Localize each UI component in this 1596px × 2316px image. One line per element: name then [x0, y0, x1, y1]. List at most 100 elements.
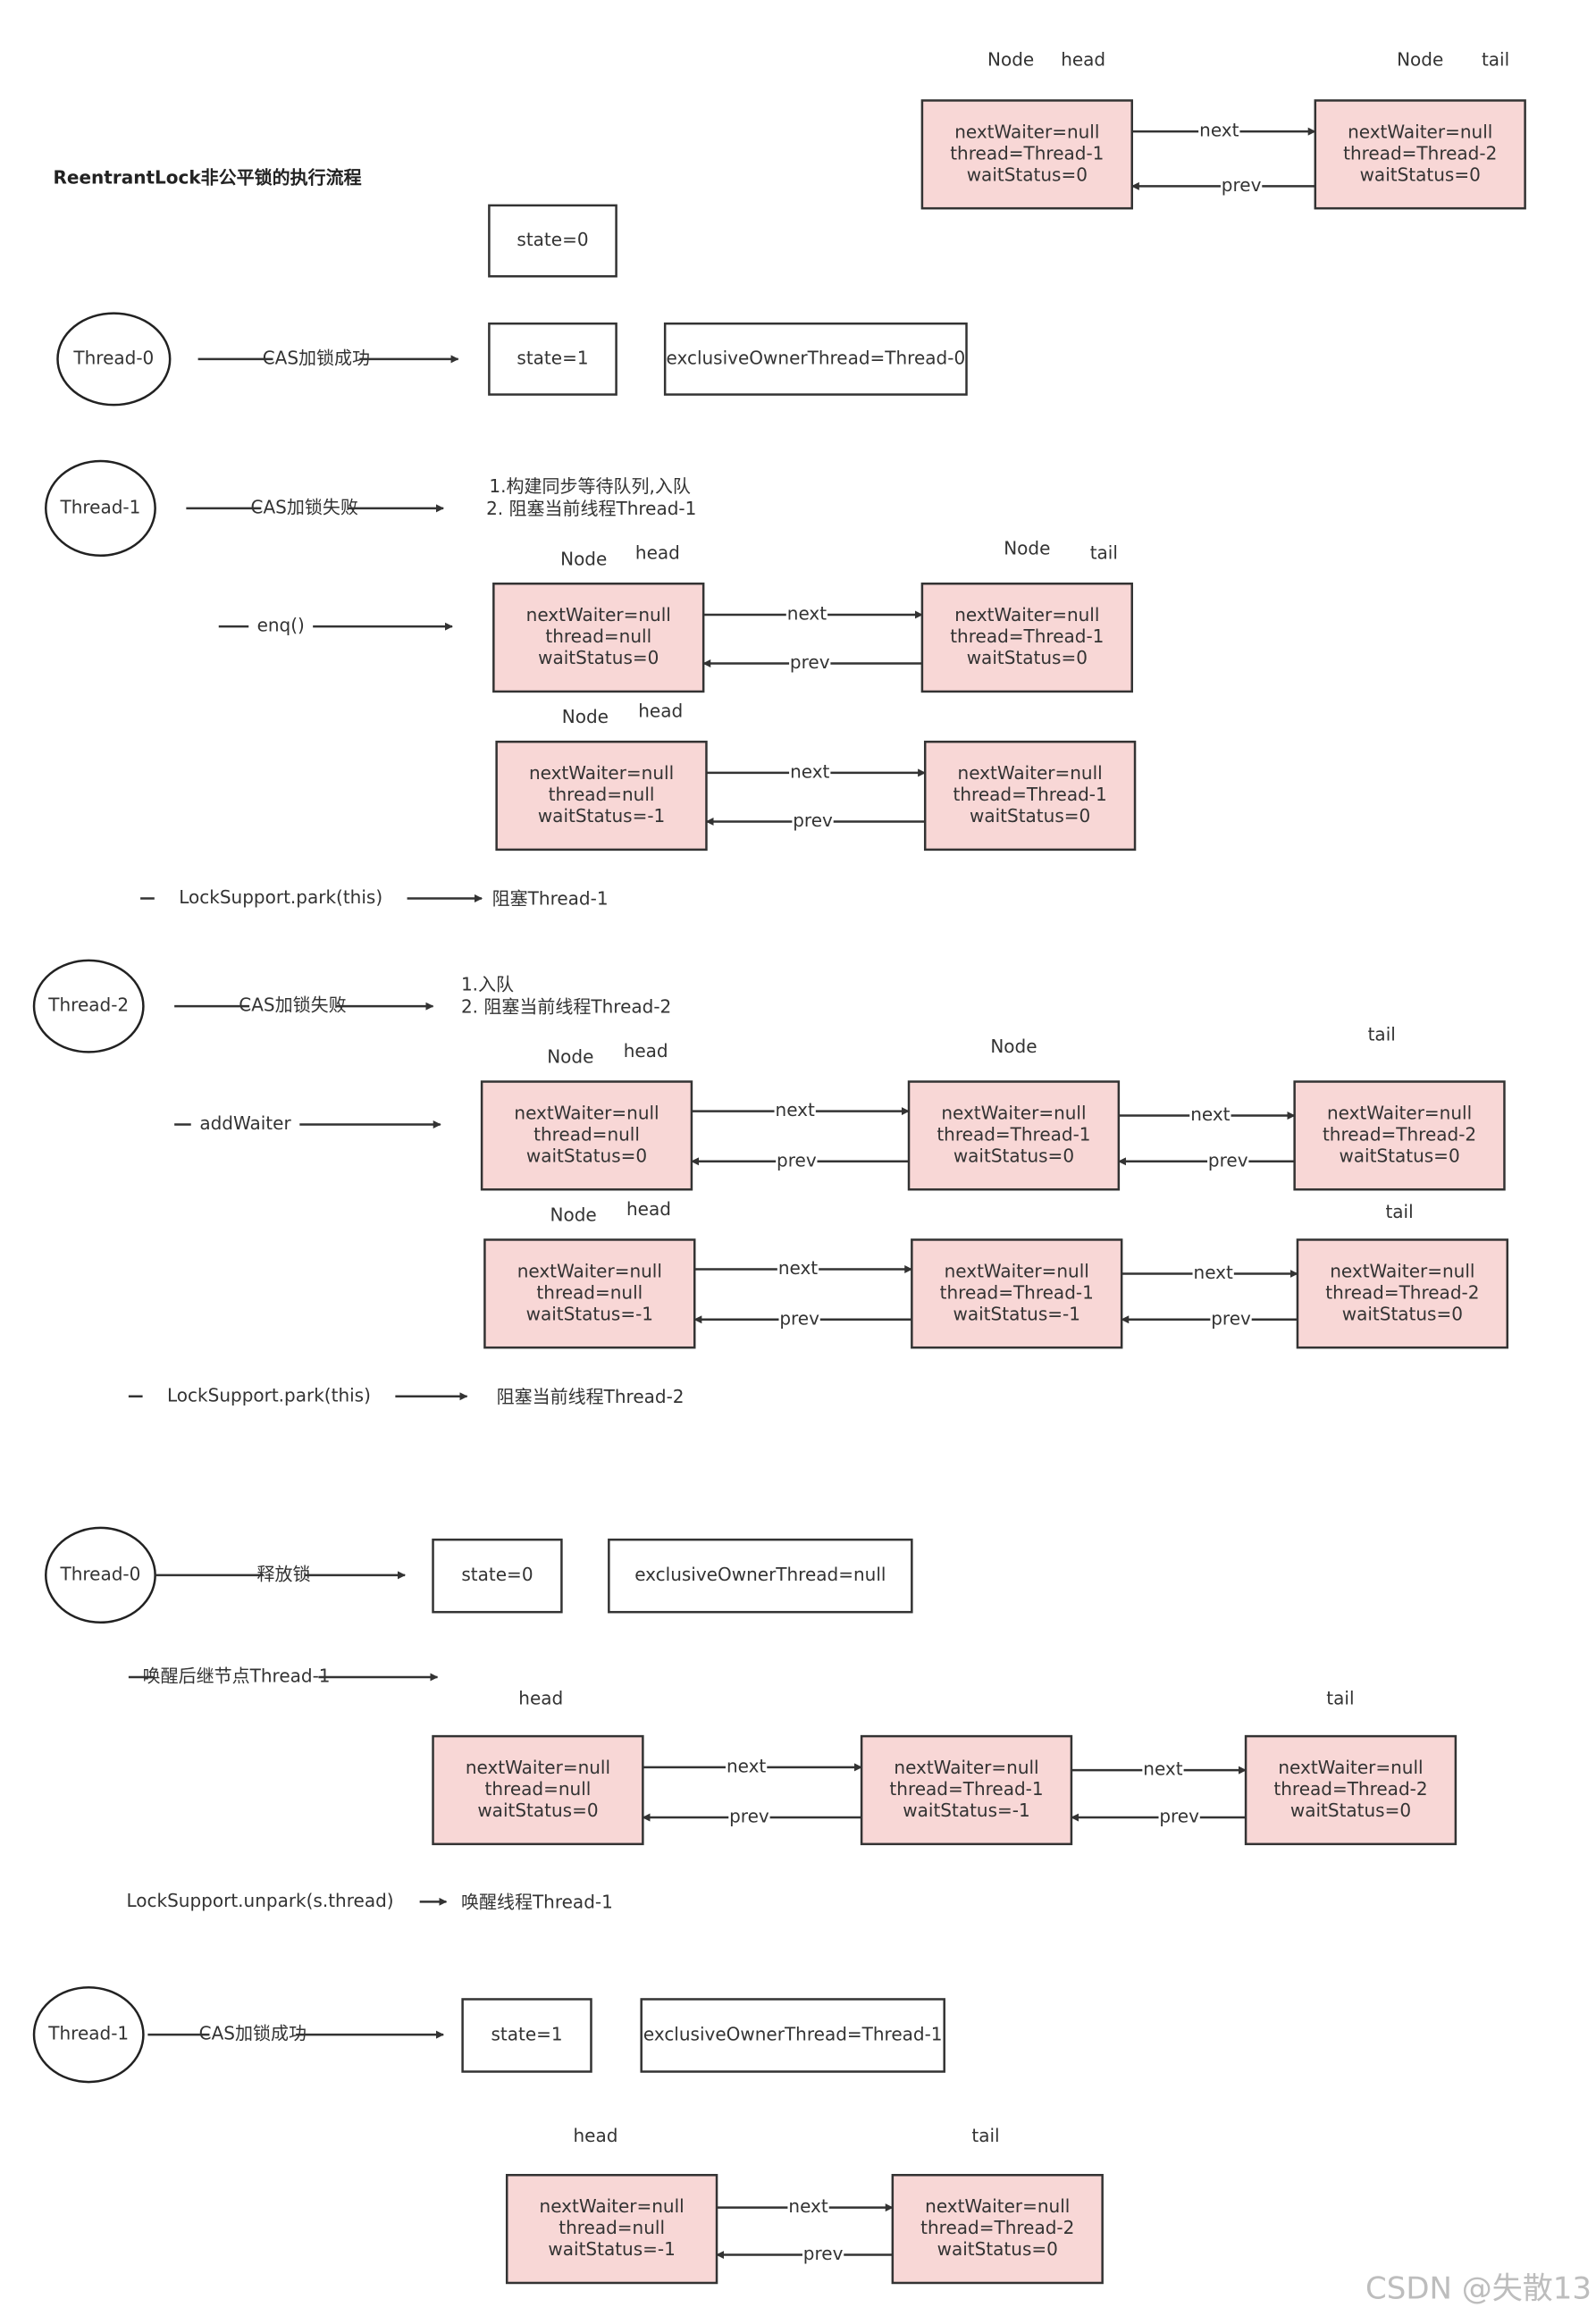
- wake-node-1-next-waiter: nextWaiter=null: [466, 1757, 610, 1778]
- addwaiter-row1-link-a-next-label-bg: [774, 1099, 816, 1123]
- park1-label-bg: [154, 886, 407, 910]
- wake-tail-label: tail: [1326, 1687, 1354, 1708]
- enq-row2-node-label: Node: [562, 706, 609, 727]
- park2-label-bg: [142, 1384, 396, 1408]
- thread1-ellipse-label: Thread-1: [60, 496, 141, 517]
- addwaiter-row2-head-label: head: [626, 1198, 671, 1220]
- wake-node-3-next-waiter: nextWaiter=null: [1278, 1757, 1423, 1778]
- enq-row2-link-next-label-bg: [789, 760, 831, 785]
- enq-row2-head-label: head: [638, 701, 683, 722]
- addwaiter-row2-link-a-prev-label-bg: [778, 1307, 820, 1331]
- top-queue-node-2-next-waiter: nextWaiter=null: [1348, 121, 1492, 142]
- addwaiter-row1-node-2-thread: thread=Thread-1: [937, 1123, 1090, 1145]
- addwaiter-row2-link-b-next-label: next: [1194, 1262, 1233, 1283]
- release-label-bg: [262, 1563, 306, 1588]
- addwaiter-row1-link-a-prev-label: prev: [777, 1149, 817, 1171]
- thread2-note-1: 1.入队: [461, 974, 514, 995]
- owner-thread0-box-text: exclusiveOwnerThread=Thread-0: [667, 347, 966, 368]
- addwaiter-row2-node-3-next-waiter: nextWaiter=null: [1330, 1260, 1474, 1281]
- unpark-label-bg: [100, 1890, 420, 1914]
- top-queue-link-prev-label: prev: [1222, 174, 1262, 196]
- addwaiter-row2-node-1-thread: thread=null: [536, 1281, 643, 1303]
- addwaiter-row2-node-3-thread: thread=Thread-2: [1325, 1281, 1479, 1303]
- top-queue-node-1-next-waiter: nextWaiter=null: [954, 121, 1099, 142]
- thread1-cas-fail-label: CAS加锁失败: [250, 496, 357, 517]
- wake-label: 唤醒后继节点Thread-1: [143, 1665, 331, 1686]
- top-queue-link-prev-label-bg: [1220, 174, 1263, 198]
- final-head-label: head: [573, 2125, 617, 2146]
- owner-thread1-box: [640, 1998, 945, 2073]
- addwaiter-row1-node-2-next-waiter: nextWaiter=null: [941, 1102, 1086, 1123]
- enq-row2-node-1-thread: thread=null: [549, 784, 655, 805]
- enq-row1-node-2-wait-status: waitStatus=0: [967, 647, 1088, 668]
- addwaiter-row1-node-3-wait-status: waitStatus=0: [1339, 1145, 1459, 1166]
- addwaiter-row2-link-b-prev-label-bg: [1210, 1307, 1252, 1331]
- addwaiter-row1-link-b-next-label-bg: [1189, 1103, 1231, 1128]
- wake-node-2-next-waiter: nextWaiter=null: [894, 1757, 1038, 1778]
- addwaiter-row2-link-b-prev-label: prev: [1211, 1307, 1251, 1329]
- final-node-1: [505, 2174, 718, 2285]
- thread1-note-1: 1.构建同步等待队列,入队: [489, 475, 690, 497]
- top-queue-head-label: head: [1061, 48, 1105, 70]
- thread1-ellipse: [45, 459, 156, 558]
- addwaiter-row1-link-a-prev-label-bg: [776, 1149, 818, 1174]
- top-queue-node2-label: Node: [1397, 48, 1443, 70]
- addwaiter-row2-link-a-next-label: next: [778, 1257, 818, 1279]
- addwaiter-row2-node-2-next-waiter: nextWaiter=null: [945, 1260, 1089, 1281]
- initial-state-box-text: state=0: [517, 229, 588, 250]
- enq-row1-link-next-label-bg: [785, 602, 828, 627]
- top-queue-tail-label: tail: [1482, 48, 1509, 70]
- park2-label: LockSupport.park(this): [167, 1384, 371, 1406]
- thread1-cas-fail-label-bg: [261, 496, 349, 521]
- enq-row1-node-1-next-waiter: nextWaiter=null: [526, 604, 671, 625]
- addwaiter-label: addWaiter: [199, 1112, 291, 1134]
- enq-row2-node-1-next-waiter: nextWaiter=null: [529, 762, 674, 784]
- enq-row2-link-prev-label: prev: [793, 810, 833, 831]
- wake-link-b-next-label-bg: [1142, 1758, 1184, 1783]
- thread0-ellipse-label: Thread-0: [72, 347, 154, 368]
- addwaiter-row2-link-a-prev-label: prev: [779, 1307, 819, 1329]
- thread1-cas-success-label-bg: [209, 2022, 297, 2047]
- park2-result: 阻塞当前线程Thread-2: [497, 1386, 685, 1407]
- addwaiter-row2-node-2-thread: thread=Thread-1: [940, 1281, 1094, 1303]
- addwaiter-row2-node-label: Node: [550, 1204, 597, 1225]
- final-node-2-next-waiter: nextWaiter=null: [925, 2195, 1070, 2217]
- thread0-cas-success-label-bg: [273, 347, 360, 372]
- final-tail-label: tail: [971, 2125, 999, 2146]
- top-queue-node-2: [1314, 99, 1526, 210]
- enq-row1-node-1-wait-status: waitStatus=0: [538, 647, 659, 668]
- addwaiter-row1-link-a-next-label: next: [776, 1099, 815, 1120]
- addwaiter-row1-node-3-thread: thread=Thread-2: [1323, 1123, 1476, 1145]
- final-link-prev-label: prev: [803, 2243, 844, 2264]
- final-link-next-label: next: [788, 2195, 827, 2217]
- owner-thread0-box: [663, 322, 968, 396]
- wake-label-bg: [154, 1665, 319, 1690]
- enq-row2-node-2-next-waiter: nextWaiter=null: [958, 762, 1103, 784]
- addwaiter-row2-node-1-wait-status: waitStatus=-1: [526, 1303, 653, 1324]
- enq-row2-link-next-label: next: [790, 760, 829, 782]
- wake-link-a-next-label: next: [727, 1755, 766, 1776]
- top-queue-node-2-wait-status: waitStatus=0: [1360, 164, 1481, 185]
- csdn-watermark: CSDN @失散13: [1365, 2271, 1592, 2307]
- enq-row1-tail-label: tail: [1090, 542, 1118, 564]
- final-node-1-next-waiter: nextWaiter=null: [540, 2195, 685, 2217]
- top-queue-node-label: Node: [987, 48, 1034, 70]
- wake-link-b-next-label: next: [1143, 1758, 1182, 1780]
- wake-node-1: [432, 1734, 644, 1846]
- state0-box-text: state=0: [461, 1564, 533, 1585]
- addwaiter-row2-link-a-next-label-bg: [777, 1257, 819, 1281]
- enq-row1-link-next-label: next: [787, 602, 827, 624]
- addwaiter-row2-tail-label: tail: [1385, 1201, 1413, 1222]
- addwaiter-row1-node-1-next-waiter: nextWaiter=null: [514, 1102, 659, 1123]
- enq-row2-node-2: [923, 740, 1137, 852]
- wake-node-2-thread: thread=Thread-1: [889, 1778, 1043, 1800]
- owner-null-box: [608, 1538, 913, 1614]
- addwaiter-row1-tail-label: tail: [1368, 1024, 1396, 1045]
- final-node-2-wait-status: waitStatus=0: [937, 2238, 1058, 2260]
- final-node-2: [891, 2174, 1104, 2285]
- thread2-note-2: 2. 阻塞当前线程Thread-2: [461, 995, 671, 1017]
- wake-node-3-wait-status: waitStatus=0: [1290, 1800, 1411, 1821]
- wake-node-2: [860, 1734, 1073, 1846]
- addwaiter-row1-node-1: [480, 1080, 693, 1191]
- thread1-lock-ellipse: [32, 1985, 145, 2084]
